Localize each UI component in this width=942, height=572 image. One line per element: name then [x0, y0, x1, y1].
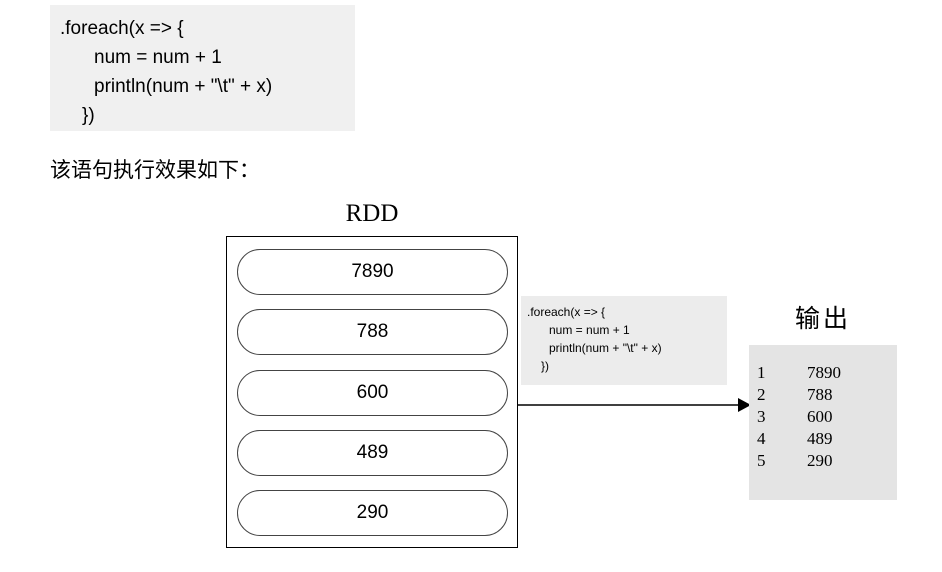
- arrow-annotation-code-block: .foreach(x => { num = num + 1 println(nu…: [521, 296, 727, 385]
- rdd-partition: 600: [237, 369, 508, 416]
- output-row-index: 1: [757, 363, 766, 382]
- output-box: 1 7890 2 788 3 600 4 489 5 290: [749, 345, 897, 500]
- rdd-partition: 788: [237, 309, 508, 356]
- code-line: }): [82, 105, 95, 126]
- output-row: 2 788: [749, 384, 897, 406]
- rdd-partition-list: 7890 788 600 489 290: [237, 249, 508, 536]
- output-row-value: 600: [807, 407, 833, 426]
- output-row: 4 489: [749, 428, 897, 450]
- code-line: .foreach(x => {: [527, 305, 606, 319]
- output-row-index: 2: [757, 385, 766, 404]
- code-line: .foreach(x => {: [60, 18, 184, 39]
- output-row: 3 600: [749, 406, 897, 428]
- code-line: }): [541, 359, 550, 373]
- output-row-index: 4: [757, 429, 766, 448]
- rdd-partition: 290: [237, 490, 508, 536]
- output-row: 1 7890: [749, 362, 897, 384]
- rdd-title: RDD: [345, 200, 399, 227]
- output-row-index: 5: [757, 451, 766, 470]
- rdd-partition: 489: [237, 429, 508, 476]
- output-row-value: 7890: [807, 363, 841, 382]
- code-line: num = num + 1: [549, 323, 630, 337]
- output-title: 输出: [794, 304, 851, 333]
- output-row-index: 3: [757, 407, 766, 426]
- rdd-partition: 7890: [237, 249, 508, 295]
- top-code-block: .foreach(x => { num = num + 1 println(nu…: [50, 5, 355, 131]
- code-line: println(num + "\t" + x): [549, 341, 662, 355]
- code-line: num = num + 1: [94, 47, 222, 68]
- caption-text: 该语句执行效果如下：: [50, 158, 260, 182]
- code-line: println(num + "\t" + x): [94, 76, 273, 97]
- output-row-value: 290: [807, 451, 833, 470]
- flow-arrow-icon: [518, 398, 751, 412]
- output-row-value: 489: [807, 429, 833, 448]
- output-row: 5 290: [749, 450, 897, 472]
- output-row-value: 788: [807, 385, 833, 404]
